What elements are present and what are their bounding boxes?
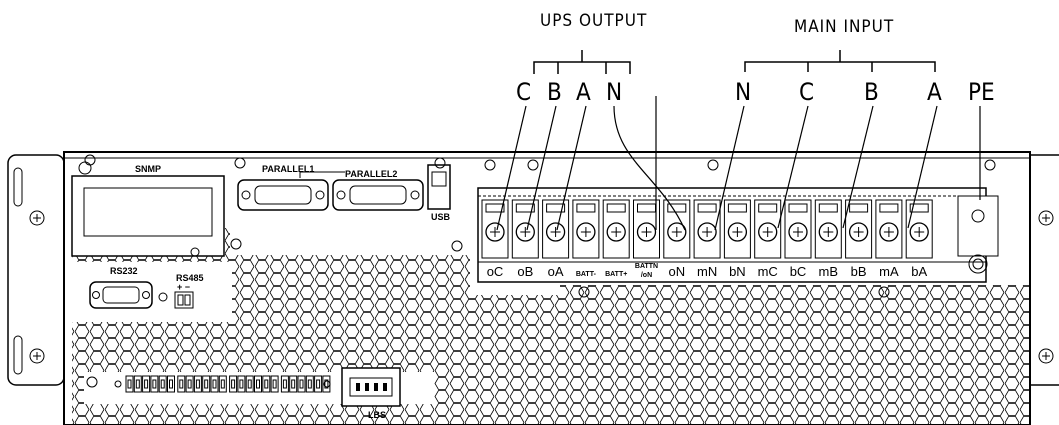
- callout-output-n: N: [606, 78, 622, 106]
- terminal-batt-plus[interactable]: BATT+: [602, 199, 630, 278]
- terminal-label: bA: [911, 264, 927, 279]
- pe-terminal[interactable]: [957, 195, 999, 274]
- terminal-oN[interactable]: oN: [663, 199, 691, 279]
- callout-input-b: B: [864, 78, 879, 106]
- lbs-label: LBS: [368, 410, 386, 420]
- parallel2-label: PARALLEL2: [345, 169, 397, 179]
- terminal-bB[interactable]: bB: [845, 199, 873, 279]
- ground-screw-icon: [158, 292, 168, 302]
- callout-brackets: [533, 50, 936, 74]
- callout-output-b: B: [547, 78, 562, 106]
- screw-icon: [29, 210, 45, 226]
- terminal-label: mA: [879, 264, 899, 279]
- rs232-label: RS232: [110, 266, 138, 276]
- terminal-label: bN: [729, 264, 746, 279]
- terminal-label: BATTN: [635, 263, 658, 270]
- callout-pe: PE: [968, 78, 995, 106]
- chassis-screws: [84, 154, 996, 298]
- terminal-label-line2: /oN: [641, 272, 652, 279]
- rs232-port[interactable]: [89, 281, 153, 309]
- parallel1-port[interactable]: [237, 179, 329, 211]
- terminal-label: mN: [697, 264, 717, 279]
- left-rack-ear: [7, 154, 65, 386]
- main-input-header: MAIN INPUT: [794, 17, 894, 37]
- terminal-label: bC: [790, 264, 807, 279]
- dry-contact-terminal-block[interactable]: [125, 375, 331, 393]
- terminal-label: oA: [548, 264, 564, 279]
- terminal-battn[interactable]: BATTN/oN: [633, 199, 660, 279]
- lbs-port[interactable]: [341, 367, 401, 407]
- callout-input-c: C: [799, 78, 814, 106]
- terminal-oA[interactable]: oA: [542, 199, 570, 279]
- terminal-mA[interactable]: mA: [875, 199, 903, 279]
- terminal-label: bB: [851, 264, 867, 279]
- terminal-bC[interactable]: bC: [784, 199, 812, 279]
- terminal-oB[interactable]: oB: [511, 199, 539, 279]
- callout-input-n: N: [735, 78, 751, 106]
- callout-output-a: A: [576, 78, 591, 106]
- rs485-port[interactable]: [174, 291, 194, 309]
- terminal-bA[interactable]: bA: [905, 199, 933, 279]
- terminal-label: BATT+: [605, 271, 627, 278]
- terminal-batt-minus[interactable]: BATT-: [572, 199, 600, 278]
- terminal-oC[interactable]: oC: [481, 199, 509, 279]
- terminal-mN[interactable]: mN: [693, 199, 721, 279]
- snmp-label: SNMP: [135, 164, 161, 174]
- terminal-label: oN: [668, 264, 685, 279]
- terminal-mC[interactable]: mC: [754, 199, 782, 279]
- snmp-slot[interactable]: [71, 161, 225, 257]
- terminal-bN[interactable]: bN: [723, 199, 751, 279]
- callout-input-a: A: [927, 78, 942, 106]
- terminal-label: BATT-: [576, 271, 597, 278]
- terminal-label: mB: [819, 264, 839, 279]
- terminal-label: oC: [487, 264, 504, 279]
- callout-output-c: C: [516, 78, 531, 106]
- terminal-label: mC: [758, 264, 778, 279]
- rs485-polarity-label: + −: [177, 282, 190, 292]
- ups-output-header: UPS OUTPUT: [540, 11, 647, 31]
- right-rack-ear: [1030, 154, 1059, 386]
- screw-icon: [29, 348, 45, 364]
- screw-icon: [86, 376, 98, 388]
- screw-icon: [1038, 348, 1054, 364]
- usb-port[interactable]: [427, 164, 451, 210]
- leader-lines: [496, 96, 981, 231]
- usb-label: USB: [431, 212, 451, 222]
- screw-icon: [1038, 210, 1054, 226]
- rs485-label: RS485: [176, 273, 204, 283]
- parallel2-port[interactable]: [332, 179, 424, 211]
- terminal-mB[interactable]: mB: [814, 199, 842, 279]
- terminal-block: oC oB oA BATT- BATT+ BATTN/oN oN mN bN mC bC mB bB mA…: [477, 187, 999, 283]
- terminal-label: oB: [517, 264, 533, 279]
- parallel1-label: PARALLEL1: [262, 164, 314, 174]
